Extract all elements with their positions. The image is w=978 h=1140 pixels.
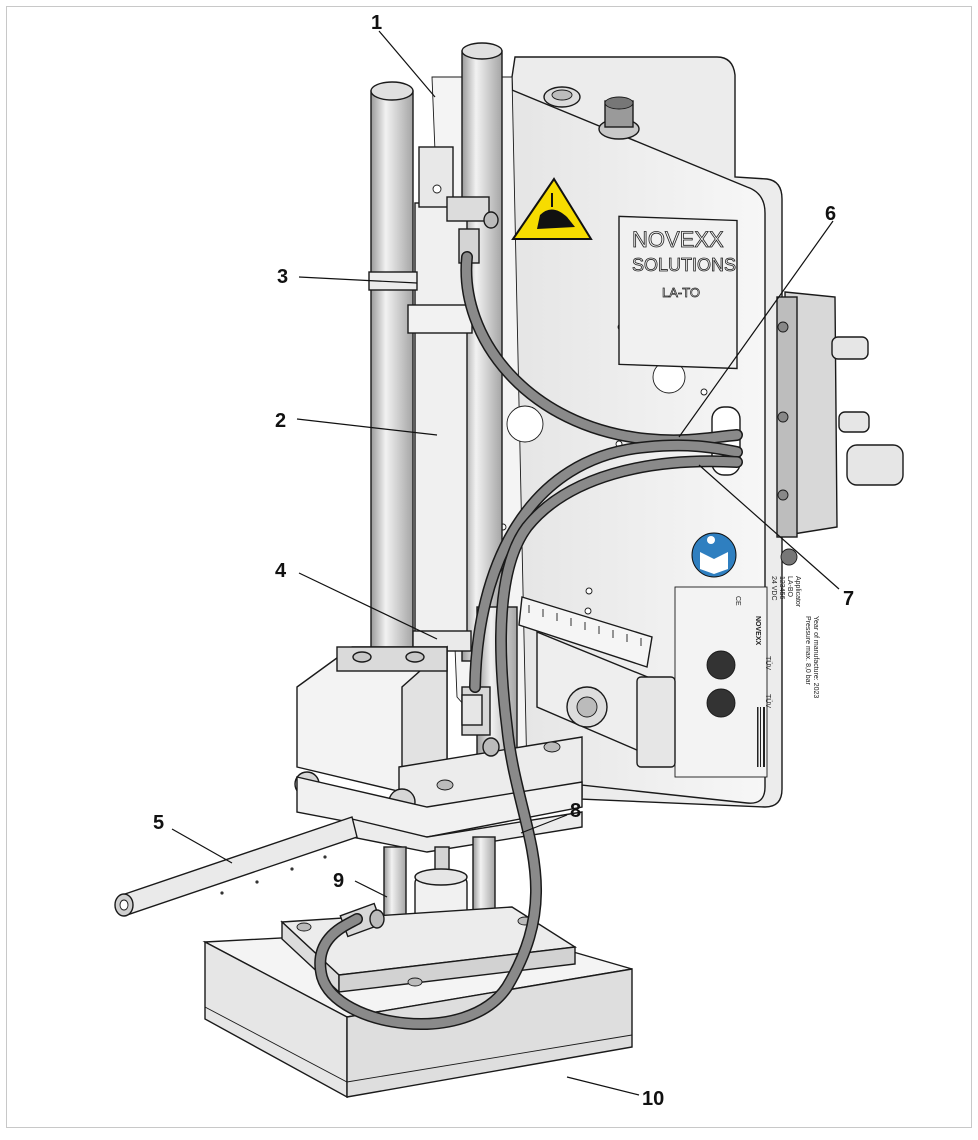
pneumatic-cylinder <box>407 146 499 652</box>
brand-line2: SOLUTIONS <box>632 255 736 275</box>
hose-6 <box>460 251 743 447</box>
callout-2: 2 <box>275 410 286 432</box>
callout-5: 5 <box>153 812 164 834</box>
type-plate-line-4: 24 VDC <box>770 576 777 601</box>
callout-10: 10 <box>642 1088 664 1110</box>
brand-line1: NOVEXX <box>632 227 724 252</box>
blow-tube <box>114 816 358 917</box>
type-plate-mark-ce: CE <box>734 596 741 606</box>
tamp-pad-base <box>202 906 633 1099</box>
callout-1: 1 <box>371 12 382 34</box>
leader-lines <box>171 30 840 1096</box>
callout-7: 7 <box>843 588 854 610</box>
type-plate-line-2: LA-BO <box>786 576 793 598</box>
type-plate-line-5: Pressure max. 8,0 bar <box>804 616 811 686</box>
type-plate-mark-tuv-1: TÜV <box>764 656 772 670</box>
applicator-diagram: NOVEXX SOLUTIONS LA-TO NOVEXX CE TÜV TÜV… <box>114 12 904 1110</box>
type-plate-mark-tuv-2: TÜV <box>764 694 772 708</box>
callout-6: 6 <box>825 203 836 225</box>
type-plate-brand: NOVEXX <box>754 616 761 646</box>
read-manual-icon <box>691 532 737 578</box>
callout-3: 3 <box>277 266 288 288</box>
front-guide-rod <box>370 81 414 657</box>
figure-frame: NOVEXX SOLUTIONS LA-TO NOVEXX CE TÜV TÜV… <box>6 6 972 1128</box>
callout-9: 9 <box>333 870 344 892</box>
type-plate: NOVEXX CE TÜV TÜV Applicator LA-BO 12345… <box>674 576 819 778</box>
callout-4: 4 <box>275 560 287 582</box>
hose-7 <box>469 439 743 693</box>
type-plate-line-3: 123456 <box>778 576 785 599</box>
hose-8 <box>314 455 743 1030</box>
lower-fitting <box>461 686 500 757</box>
hand-crush-warning-icon <box>511 177 593 240</box>
callout-labels: 1 2 3 4 5 6 7 8 9 10 <box>153 12 854 1110</box>
type-plate-line-6: Year of manufacture: 2023 <box>812 616 819 698</box>
callout-8: 8 <box>570 800 581 822</box>
valve-block <box>776 291 904 566</box>
brand-model: LA-TO <box>662 285 700 300</box>
barcode <box>757 707 765 767</box>
type-plate-line-1: Applicator <box>794 576 801 608</box>
stroke-scale <box>518 596 653 668</box>
brand-plate: NOVEXX SOLUTIONS LA-TO <box>618 215 738 370</box>
